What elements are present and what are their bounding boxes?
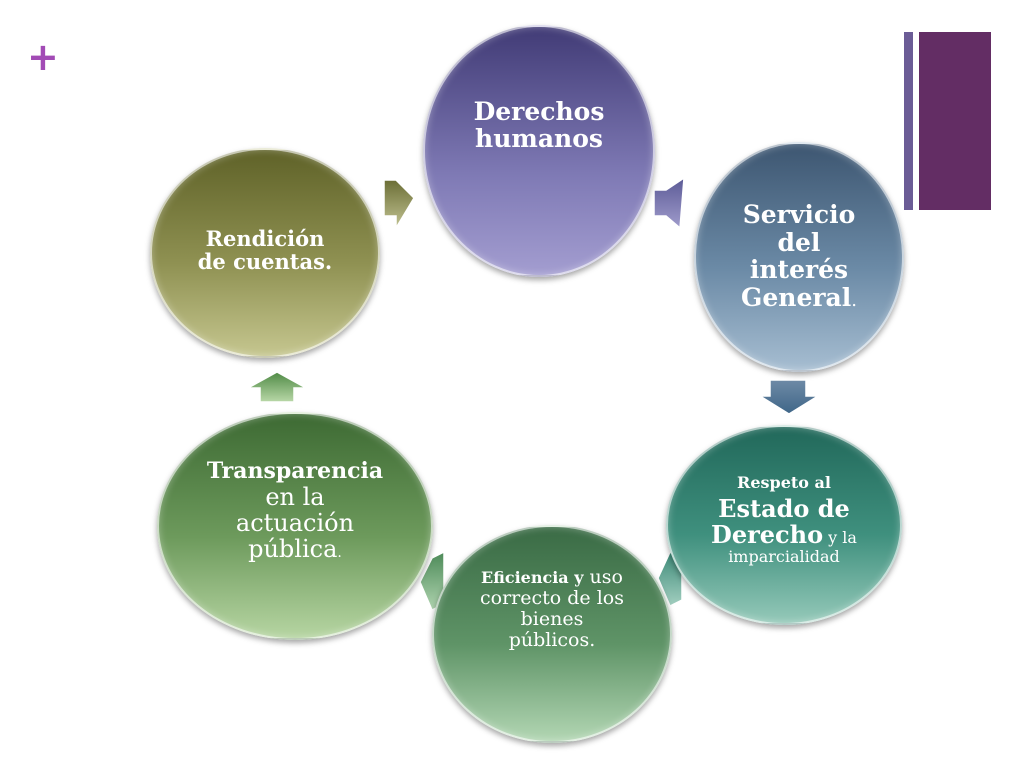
node-respeto-line-2: Estado de — [718, 493, 850, 523]
node-rendicion-line-2: de cuentas. — [197, 249, 333, 274]
node-derechos-line-2: humanos — [475, 124, 603, 153]
node-rendicion-line-1: Rendición — [205, 225, 325, 251]
node-eficiencia-line-1a: Eficiencia y — [481, 568, 584, 588]
arrow-servicio-to-respeto — [757, 379, 821, 415]
node-servicio-line-1: Servicio — [742, 200, 856, 229]
node-eficiencia-line-2: correcto de los — [480, 587, 624, 610]
node-transparencia: Transparencia en la actuación pública. — [157, 412, 433, 640]
node-respeto-line-4: imparcialidad — [728, 547, 840, 567]
node-transparencia-line-1: Transparencia — [206, 458, 384, 485]
arrow-transparencia-to-rendicion — [247, 371, 307, 403]
node-transparencia-line-3: actuación — [235, 508, 355, 537]
node-servicio-line-3: interés — [749, 255, 849, 284]
accent-bar-thick — [919, 32, 991, 210]
node-respeto-line-3b: y la — [823, 528, 857, 547]
arrow-rendicion-to-derechos — [383, 179, 415, 231]
node-derechos-line-1: Derechos — [473, 96, 605, 126]
accent-bar-thin — [904, 32, 913, 210]
node-servicio-line-4: General — [741, 282, 852, 312]
node-transparencia-line-2: en la — [265, 482, 325, 511]
node-servicio-period: . — [851, 289, 857, 311]
node-eficiencia-line-4: públicos. — [508, 628, 596, 651]
node-servicio-interes-general: Servicio del interés General. — [694, 142, 904, 372]
plus-icon: + — [27, 35, 59, 79]
node-transparencia-period: . — [337, 545, 342, 562]
node-rendicion-cuentas: Rendición de cuentas. — [150, 148, 380, 358]
node-transparencia-line-4: pública — [248, 535, 338, 564]
node-eficiencia-line-1b: uso — [583, 566, 623, 589]
node-servicio-line-2: del — [777, 227, 821, 257]
node-respeto-estado-derecho: Respeto al Estado de Derecho y la imparc… — [666, 425, 902, 625]
node-respeto-line-1: Respeto al — [737, 473, 831, 493]
node-eficiencia-line-3: bienes — [520, 608, 584, 630]
node-respeto-line-3a: Derecho — [711, 520, 824, 549]
node-eficiencia: Eficiencia y uso correcto de los bienes … — [432, 525, 672, 743]
arrow-derechos-to-servicio — [653, 176, 685, 230]
node-derechos-humanos: Derechos humanos — [423, 25, 655, 277]
